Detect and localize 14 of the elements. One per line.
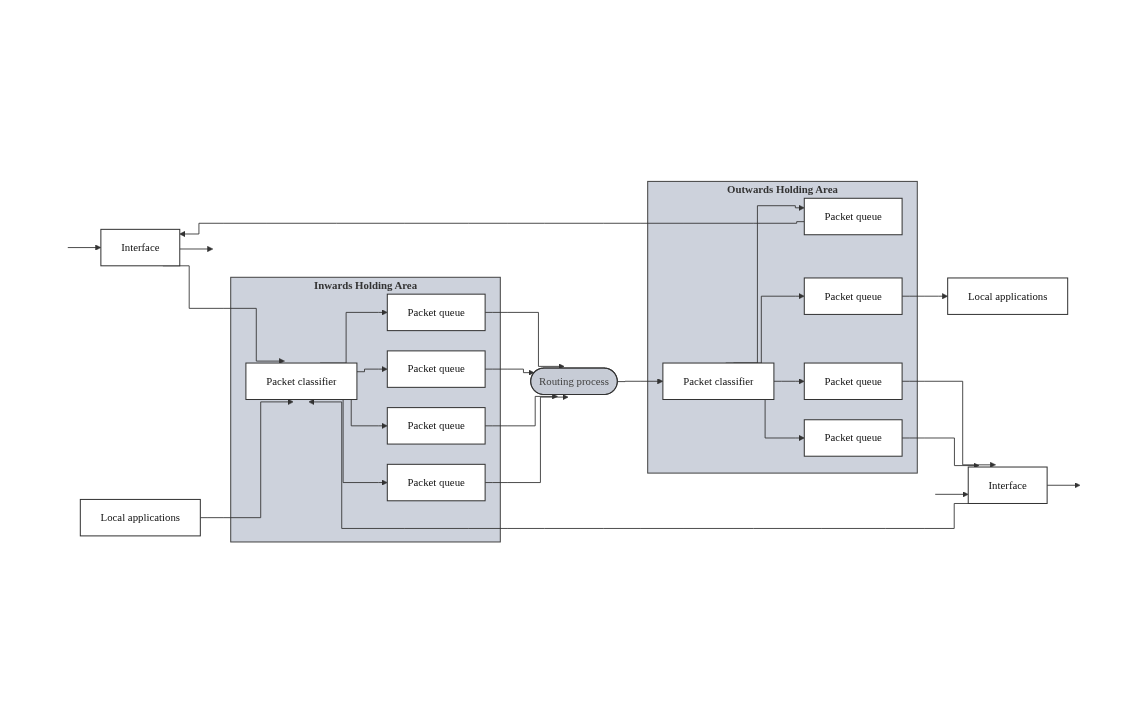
node-box: Packet queue (386, 464, 486, 502)
node-box: Interface (100, 229, 181, 267)
node-box: Local applications (79, 499, 201, 537)
node-box: Packet classifier (245, 362, 358, 401)
node-box: Packet queue (803, 198, 903, 236)
node-box: Packet queue (386, 293, 486, 332)
node-box: Packet queue (386, 407, 486, 445)
node-box: Packet queue (803, 419, 903, 458)
node-box: Packet queue (386, 350, 486, 389)
node-box: Packet queue (803, 277, 903, 316)
node-box: Packet classifier (662, 362, 775, 401)
node-box: Interface (967, 466, 1048, 505)
node-box: Packet queue (803, 362, 903, 401)
node-box: Local applications (947, 277, 1069, 316)
